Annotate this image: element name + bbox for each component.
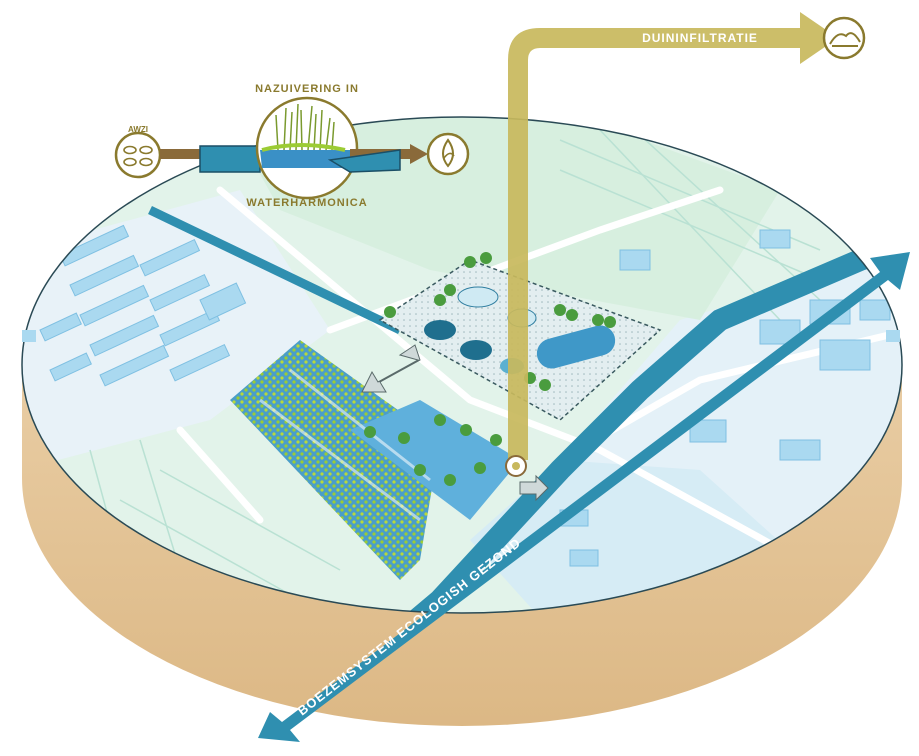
landscape-surface [22, 117, 902, 613]
waterharmonica-section [160, 96, 428, 200]
side-canal [148, 205, 402, 335]
wetland-lower [350, 400, 520, 520]
outflow-wheel-icon [505, 455, 527, 477]
wetland-reed-fields [230, 340, 440, 580]
wetland-outflow-arrow [519, 474, 549, 502]
wetland-channels [259, 368, 431, 522]
polder-bottom-right [470, 460, 800, 613]
duininfiltratie-arrow [508, 12, 838, 460]
buildings-right [559, 229, 891, 567]
dune-icon [822, 16, 866, 60]
awzi-label: AWZI [128, 125, 148, 134]
waterharmonica-label: WATERHARMONICA [246, 197, 367, 209]
boezem-arrow [258, 252, 910, 742]
edge-details [22, 330, 900, 342]
trees [364, 252, 616, 486]
buildings-left [39, 224, 247, 387]
duininfiltratie-label: DUININFILTRATIE [642, 31, 758, 45]
nazuivering-label: NAZUIVERING IN [255, 83, 359, 95]
drop-leaf-icon [426, 132, 470, 176]
flow-arrow-plant-to-wetland [361, 344, 421, 393]
disc-outline [21, 116, 903, 614]
awzi-icon [114, 131, 162, 179]
